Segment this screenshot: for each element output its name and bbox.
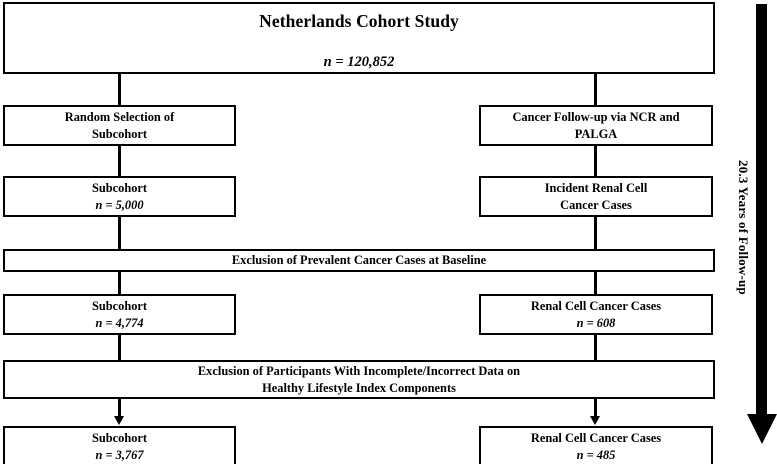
node-n-value: n = 3,767 <box>95 447 144 462</box>
connector-title-to-random-selection <box>118 72 121 105</box>
node-exclusion-prevalent-cancer-cases: Exclusion of Prevalent Cancer Cases at B… <box>3 249 715 272</box>
follow-up-duration-label: 20.3 Years of Follow-up <box>736 160 751 295</box>
node-netherlands-cohort-study: Netherlands Cohort Study n = 120,852 <box>3 2 715 74</box>
arrowhead-to-rcc485 <box>589 416 600 425</box>
node-n-value: n = 5,000 <box>95 197 144 212</box>
exclusion-label: Exclusion of Prevalent Cancer Cases at B… <box>231 253 487 268</box>
connector-title-to-cancer-followup <box>594 72 597 105</box>
node-exclusion-incomplete-incorrect-data: Exclusion of Participants With Incomplet… <box>3 360 715 399</box>
follow-up-arrow-head <box>746 414 777 444</box>
connector-cancer-followup-to-incident-rcc <box>594 146 597 176</box>
node-label-line-1: Incident Renal Cell <box>544 181 648 196</box>
node-renal-cell-cancer-cases-485: Renal Cell Cancer Cases n = 485 <box>479 426 713 464</box>
connector-exclusion2-to-rcc485 <box>594 399 597 418</box>
node-label-line-1: Random Selection of <box>64 110 175 125</box>
connector-rcc608-to-exclusion2 <box>594 335 597 361</box>
exclusion-label-line-2: Healthy Lifestyle Index Components <box>262 380 456 395</box>
node-n-value: n = 608 <box>576 315 616 330</box>
exclusion-label-line-1: Exclusion of Participants With Incomplet… <box>197 364 521 379</box>
connector-subcohort4774-to-exclusion2 <box>118 335 121 361</box>
follow-up-arrow-shaft <box>756 4 767 416</box>
node-label: Renal Cell Cancer Cases <box>530 299 662 314</box>
study-title-n: n = 120,852 <box>323 54 395 71</box>
connector-exclusion1-to-subcohort4774 <box>118 272 121 295</box>
node-cancer-follow-up-ncr-palga: Cancer Follow-up via NCR and PALGA <box>479 105 713 146</box>
connector-incident-rcc-to-exclusion1 <box>594 217 597 250</box>
node-n-value: n = 4,774 <box>95 315 144 330</box>
node-label: Subcohort <box>91 181 148 196</box>
node-label-line-1: Cancer Follow-up via NCR and <box>512 110 680 125</box>
node-label-line-2: Cancer Cases <box>560 197 632 212</box>
node-n-value: n = 485 <box>576 447 616 462</box>
node-subcohort-3767: Subcohort n = 3,767 <box>3 426 236 464</box>
node-label-line-2: Subcohort <box>91 126 148 141</box>
node-renal-cell-cancer-cases-608: Renal Cell Cancer Cases n = 608 <box>479 294 713 335</box>
node-label: Subcohort <box>91 299 148 314</box>
node-label: Subcohort <box>91 431 148 446</box>
node-label: Renal Cell Cancer Cases <box>530 431 662 446</box>
connector-random-selection-to-subcohort <box>118 146 121 176</box>
node-incident-renal-cell-cancer-cases: Incident Renal Cell Cancer Cases <box>479 176 713 217</box>
connector-exclusion2-to-subcohort3767 <box>118 399 121 418</box>
node-label-line-2: PALGA <box>574 126 618 141</box>
node-random-selection-of-subcohort: Random Selection of Subcohort <box>3 105 236 146</box>
study-title: Netherlands Cohort Study <box>259 11 459 31</box>
arrowhead-to-subcohort3767 <box>113 416 124 425</box>
connector-exclusion1-to-rcc608 <box>594 272 597 295</box>
node-subcohort-5000: Subcohort n = 5,000 <box>3 176 236 217</box>
connector-subcohort5000-to-exclusion1 <box>118 217 121 250</box>
node-subcohort-4774: Subcohort n = 4,774 <box>3 294 236 335</box>
